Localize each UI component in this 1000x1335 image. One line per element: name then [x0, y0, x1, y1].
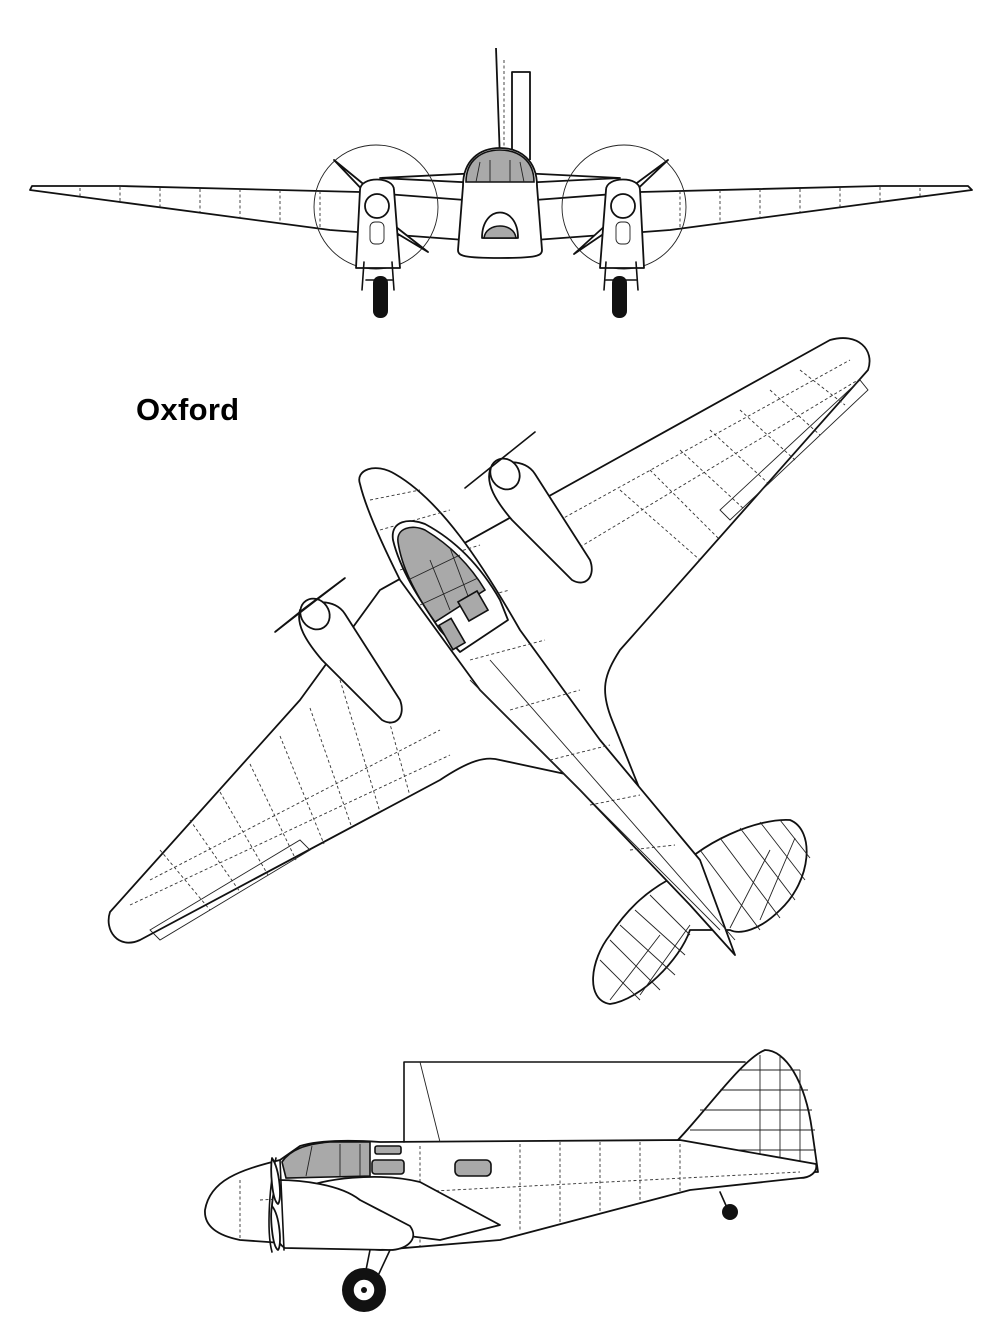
- left-propeller-disc: [313, 144, 439, 270]
- left-wheel-tire: [373, 276, 388, 318]
- front-view: [29, 47, 973, 318]
- side-view: [204, 1049, 819, 1312]
- tail-wheel-side: [722, 1204, 738, 1220]
- right-wheel-tire: [612, 276, 627, 318]
- cockpit-glazing-side: [281, 1141, 371, 1179]
- right-propeller-disc: [561, 144, 687, 270]
- fin-side: [667, 1049, 819, 1173]
- aircraft-name-label: Oxford: [136, 392, 240, 427]
- right-propeller-plan: [464, 431, 536, 489]
- propeller-side: [270, 1157, 281, 1205]
- plan-view: [107, 337, 871, 1005]
